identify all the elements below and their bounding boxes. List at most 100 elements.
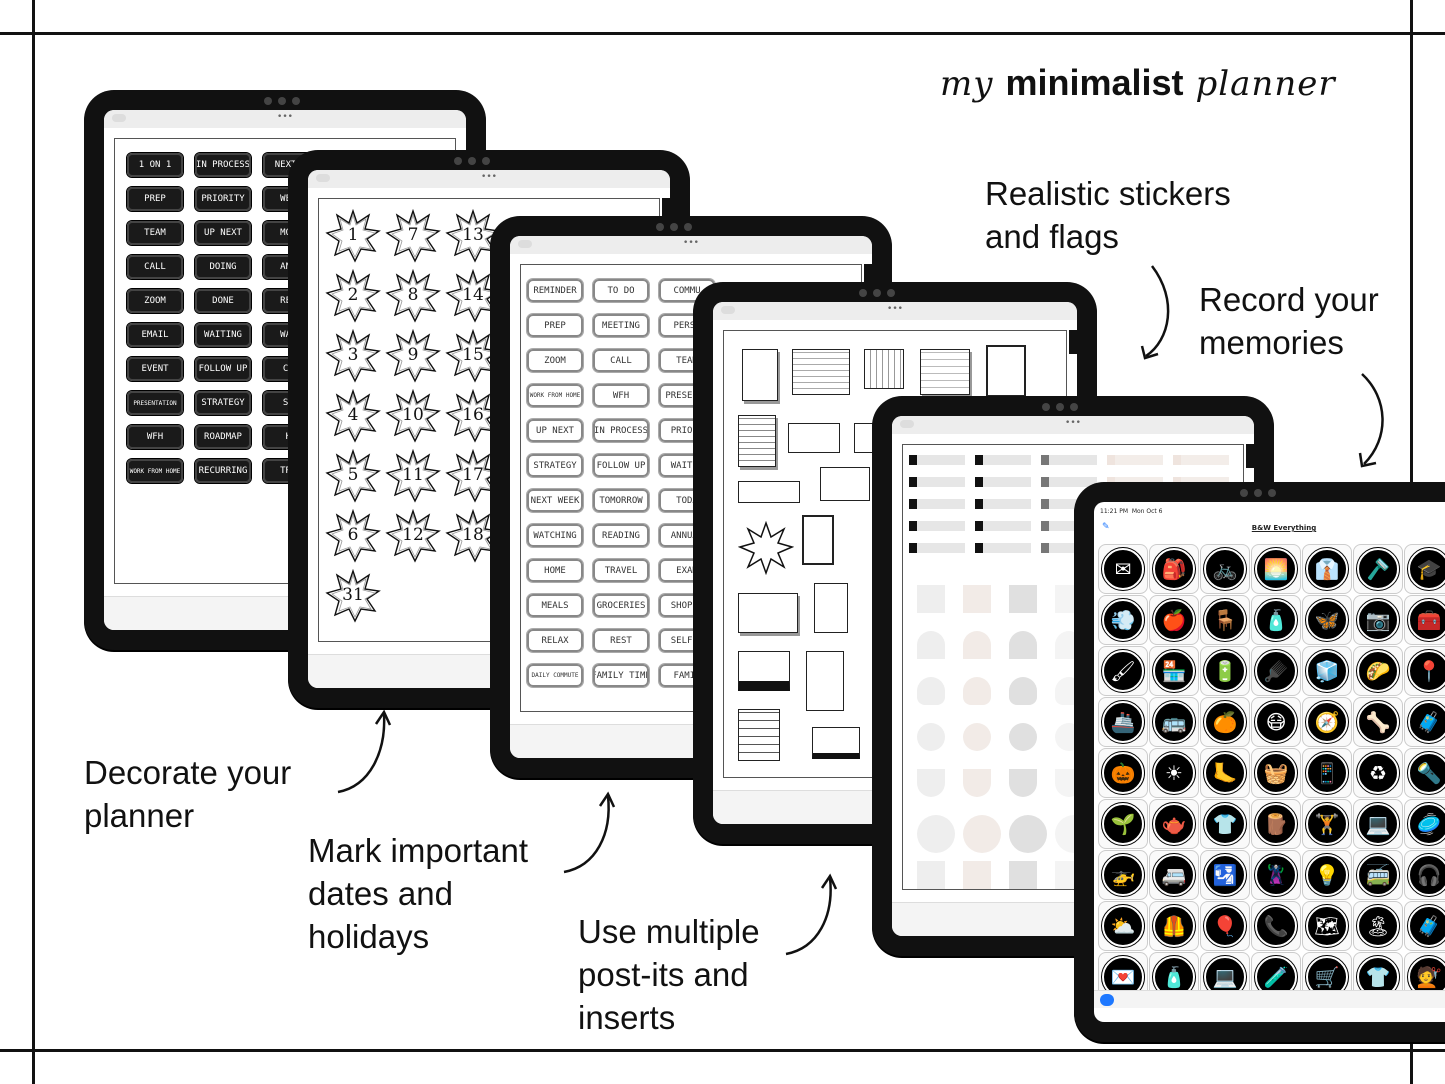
- date-star-sticker[interactable]: 18: [445, 509, 501, 563]
- icon-sticker-cell[interactable]: 🧳: [1404, 901, 1445, 951]
- date-star-sticker[interactable]: 11: [385, 449, 441, 503]
- icon-sticker-cell[interactable]: 🛂: [1200, 850, 1250, 900]
- label-sticker[interactable]: WORK FROM HOME: [126, 458, 184, 484]
- flag-sticker[interactable]: [909, 499, 965, 509]
- icon-sticker-cell[interactable]: 🪒: [1353, 544, 1403, 594]
- icon-sticker-cell[interactable]: 🚢: [1098, 697, 1148, 747]
- postit-shape-sticker[interactable]: [917, 585, 945, 613]
- icon-sticker-cell[interactable]: 🦹: [1251, 850, 1301, 900]
- outline-label-sticker[interactable]: CALL: [592, 348, 650, 373]
- flag-sticker[interactable]: [1041, 455, 1097, 465]
- flag-sticker[interactable]: [909, 543, 965, 553]
- more-dots-icon[interactable]: •••: [887, 304, 903, 314]
- label-sticker[interactable]: IN PROCESS: [194, 152, 252, 178]
- date-star-sticker[interactable]: 13: [445, 209, 501, 263]
- outline-label-sticker[interactable]: ZOOM: [526, 348, 584, 373]
- outline-label-sticker[interactable]: RELAX: [526, 628, 584, 653]
- postit-shape-sticker[interactable]: [963, 769, 991, 797]
- label-sticker[interactable]: PRESENTATION: [126, 390, 184, 416]
- outline-label-sticker[interactable]: FOLLOW UP: [592, 453, 650, 478]
- label-sticker[interactable]: EMAIL: [126, 322, 184, 348]
- date-star-sticker[interactable]: 6: [325, 509, 381, 563]
- date-star-sticker[interactable]: 8: [385, 269, 441, 323]
- date-star-sticker[interactable]: 10: [385, 389, 441, 443]
- label-sticker[interactable]: WAITING: [194, 322, 252, 348]
- postit-shape-sticker[interactable]: [963, 585, 991, 613]
- flag-sticker[interactable]: [1173, 455, 1229, 465]
- icon-sticker-cell[interactable]: 📷: [1353, 595, 1403, 645]
- postit-shape-sticker[interactable]: [917, 723, 945, 751]
- outline-label-sticker[interactable]: READING: [592, 523, 650, 548]
- label-sticker[interactable]: UP NEXT: [194, 220, 252, 246]
- outline-label-sticker[interactable]: HOME: [526, 558, 584, 583]
- icon-sticker-cell[interactable]: 🧳: [1404, 697, 1445, 747]
- date-star-sticker[interactable]: 2: [325, 269, 381, 323]
- icon-sticker-cell[interactable]: 🎧: [1404, 850, 1445, 900]
- icon-sticker-cell[interactable]: ⛅: [1098, 901, 1148, 951]
- icon-sticker-cell[interactable]: 🪵: [1251, 799, 1301, 849]
- postit-shape-sticker[interactable]: [1009, 723, 1037, 751]
- icon-sticker-cell[interactable]: 🪑: [1200, 595, 1250, 645]
- icon-sticker-cell[interactable]: 🚌: [1149, 697, 1199, 747]
- outline-label-sticker[interactable]: FAMILY TIME: [592, 663, 650, 688]
- icon-sticker-cell[interactable]: 💨: [1098, 595, 1148, 645]
- postit-shape-sticker[interactable]: [1009, 677, 1037, 705]
- icon-sticker-cell[interactable]: 📍: [1404, 646, 1445, 696]
- collapse-icon[interactable]: [316, 174, 330, 182]
- icon-sticker-cell[interactable]: 🧴: [1251, 595, 1301, 645]
- outline-label-sticker[interactable]: REMINDER: [526, 278, 584, 303]
- icon-sticker-cell[interactable]: 📱: [1302, 748, 1352, 798]
- icon-sticker-cell[interactable]: 🏝: [1353, 901, 1403, 951]
- side-tab[interactable]: [1069, 330, 1077, 354]
- flag-sticker[interactable]: [1041, 521, 1097, 531]
- label-sticker[interactable]: STRATEGY: [194, 390, 252, 416]
- label-sticker[interactable]: PRIORITY: [194, 186, 252, 212]
- collapse-icon[interactable]: [900, 420, 914, 428]
- date-star-sticker[interactable]: 15: [445, 329, 501, 383]
- postit-shape-sticker[interactable]: [917, 677, 945, 705]
- icon-sticker-cell[interactable]: 🎈: [1200, 901, 1250, 951]
- icon-sticker-cell[interactable]: 🚎: [1353, 850, 1403, 900]
- postit-shape-sticker[interactable]: [917, 631, 945, 659]
- icon-sticker-cell[interactable]: 🪮: [1251, 646, 1301, 696]
- label-sticker[interactable]: RECURRING: [194, 458, 252, 484]
- icon-sticker-cell[interactable]: 🧰: [1404, 595, 1445, 645]
- more-dots-icon[interactable]: •••: [1065, 418, 1081, 428]
- postit-shape-sticker[interactable]: [1009, 631, 1037, 659]
- icon-sticker-cell[interactable]: 🔦: [1404, 748, 1445, 798]
- side-tab[interactable]: [864, 264, 872, 288]
- icon-sticker-cell[interactable]: 👕: [1200, 799, 1250, 849]
- outline-label-sticker[interactable]: TOMORROW: [592, 488, 650, 513]
- flag-sticker[interactable]: [1041, 543, 1097, 553]
- postit-shape-sticker[interactable]: [917, 769, 945, 797]
- postit-shape-sticker[interactable]: [1009, 769, 1037, 797]
- icon-sticker-cell[interactable]: 🚲: [1200, 544, 1250, 594]
- outline-label-sticker[interactable]: TRAVEL: [592, 558, 650, 583]
- postit-shape-sticker[interactable]: [963, 815, 1001, 853]
- icon-sticker-cell[interactable]: 🦺: [1149, 901, 1199, 951]
- side-tab[interactable]: [662, 198, 670, 222]
- flag-sticker[interactable]: [975, 455, 1031, 465]
- icon-sticker-cell[interactable]: 🌮: [1353, 646, 1403, 696]
- label-sticker[interactable]: ZOOM: [126, 288, 184, 314]
- icon-sticker-cell[interactable]: 🚐: [1149, 850, 1199, 900]
- label-sticker[interactable]: DONE: [194, 288, 252, 314]
- label-sticker[interactable]: CALL: [126, 254, 184, 280]
- icon-sticker-cell[interactable]: 🏋: [1302, 799, 1352, 849]
- collapse-icon[interactable]: [112, 114, 126, 122]
- date-star-sticker[interactable]: 31: [325, 569, 381, 623]
- postit-shape-sticker[interactable]: [963, 677, 991, 705]
- postit-shape-sticker[interactable]: [1009, 861, 1037, 889]
- outline-label-sticker[interactable]: WATCHING: [526, 523, 584, 548]
- icon-sticker-cell[interactable]: 🦋: [1302, 595, 1352, 645]
- icon-sticker-cell[interactable]: 🌅: [1251, 544, 1301, 594]
- flag-sticker[interactable]: [909, 455, 965, 465]
- outline-label-sticker[interactable]: STRATEGY: [526, 453, 584, 478]
- date-star-sticker[interactable]: 4: [325, 389, 381, 443]
- date-star-sticker[interactable]: 17: [445, 449, 501, 503]
- label-sticker[interactable]: EVENT: [126, 356, 184, 382]
- flag-sticker[interactable]: [975, 477, 1031, 487]
- icon-sticker-cell[interactable]: 🧭: [1302, 697, 1352, 747]
- icon-sticker-cell[interactable]: 🗺: [1302, 901, 1352, 951]
- icon-sticker-cell[interactable]: 👔: [1302, 544, 1352, 594]
